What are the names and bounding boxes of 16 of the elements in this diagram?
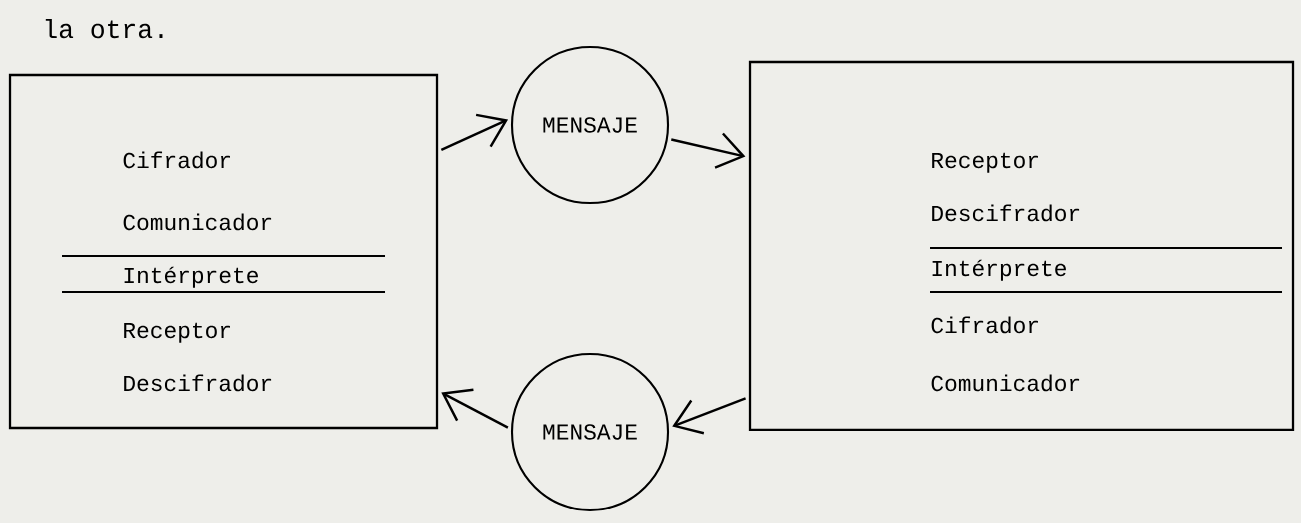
role-label: Cifrador	[931, 316, 1038, 334]
role-box	[748, 60, 1295, 432]
role-label: Receptor	[124, 322, 230, 343]
role-label: Comunicador	[931, 374, 1080, 392]
heading-text: la otra.	[45, 18, 163, 39]
role-label: Intérprete	[932, 259, 1066, 281]
role-label: Cifrador	[123, 151, 230, 169]
role-label: Comunicador	[123, 213, 272, 231]
arrow	[672, 397, 747, 435]
role-label: Intérprete	[124, 266, 258, 288]
role-label: Descifrador	[932, 204, 1080, 222]
role-box	[8, 73, 439, 430]
role-label: Descifrador	[124, 374, 272, 392]
arrow	[441, 388, 509, 429]
role-label: Receptor	[932, 152, 1038, 173]
arrow	[671, 132, 746, 169]
